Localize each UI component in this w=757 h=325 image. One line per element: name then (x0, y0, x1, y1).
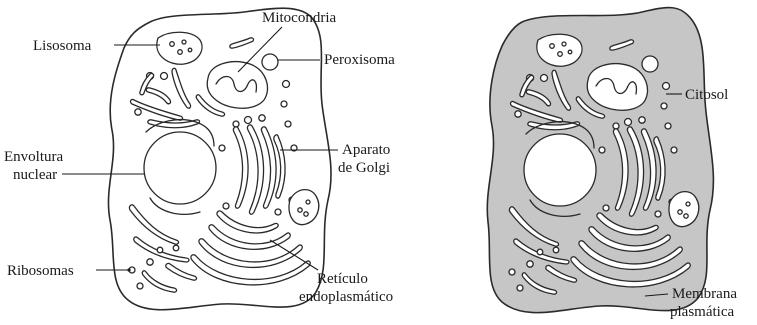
right-plasma-membrane (487, 8, 713, 313)
label-reticulo-1: Retículo (317, 271, 368, 287)
ribosome-marker (127, 268, 130, 271)
right-cell (487, 8, 713, 313)
label-peroxisoma: Peroxisoma (324, 52, 395, 68)
label-envoltura-1: Envoltura (4, 149, 63, 165)
left-plasma-membrane (108, 8, 331, 310)
label-mitocondria: Mitocondria (262, 10, 336, 26)
label-lisosoma: Lisosoma (33, 38, 92, 54)
label-reticulo-2: endoplasmático (299, 289, 393, 305)
label-membrana-2: plasmática (670, 304, 734, 320)
label-envoltura-2: nuclear (13, 167, 57, 183)
left-cell (108, 8, 331, 310)
label-aparato-1: Aparato (342, 142, 390, 158)
label-aparato-2: de Golgi (338, 160, 390, 176)
label-citosol: Citosol (685, 87, 728, 103)
label-membrana-1: Membrana (672, 286, 737, 302)
label-ribosomas: Ribosomas (7, 263, 74, 279)
